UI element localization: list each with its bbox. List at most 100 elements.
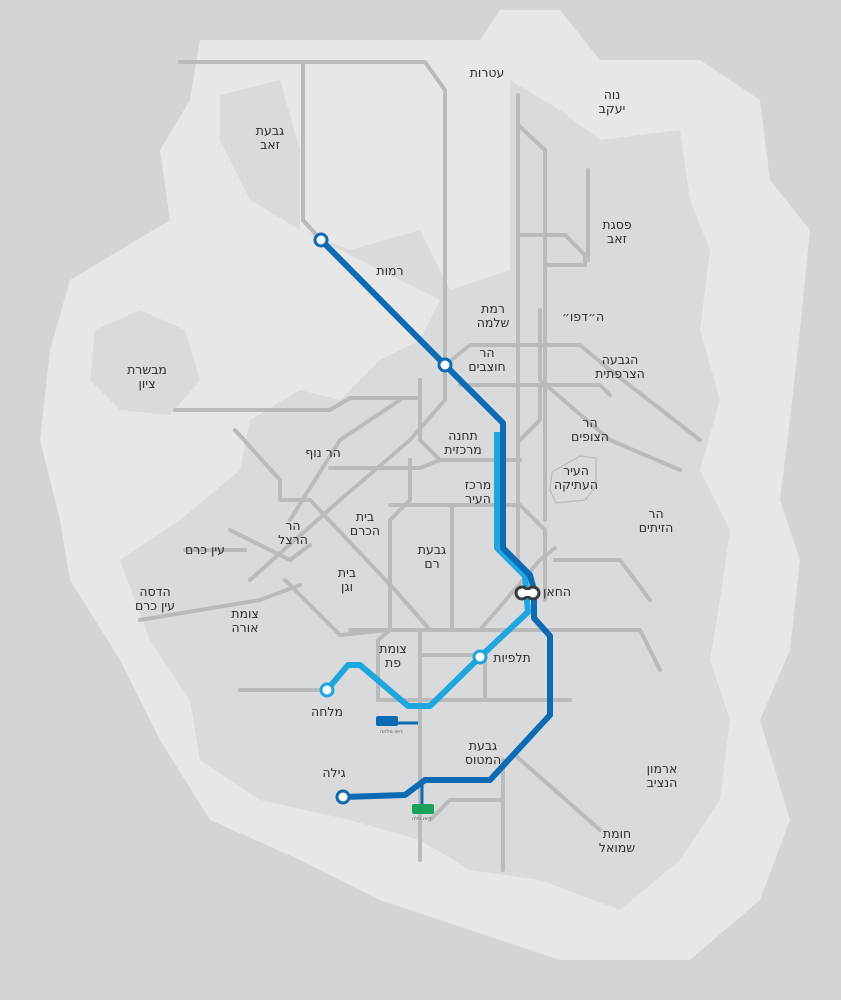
- label-line: הר: [479, 345, 495, 360]
- label-line: ארמון: [646, 761, 678, 776]
- label-line: ציון: [138, 376, 156, 391]
- label-line: פסגת: [602, 217, 632, 232]
- label-line: העתיקה: [553, 477, 599, 492]
- roads: [138, 60, 702, 872]
- malha-depot-label: דיפו מלחה: [380, 729, 403, 735]
- label-line: רמת: [481, 301, 505, 316]
- label-line: מבשרת: [127, 362, 167, 377]
- label-line: פת: [384, 655, 402, 670]
- label-line: העיר: [465, 491, 491, 506]
- light-rail-light-blue-line: [324, 432, 531, 709]
- label-talpiot: תלפיות: [493, 651, 531, 665]
- gilo-depot-icon: [412, 804, 434, 814]
- label-line: זאב: [607, 231, 627, 246]
- label-line: אורה: [231, 620, 259, 635]
- label-line: הזיתים: [638, 520, 674, 535]
- label-line: רם: [424, 556, 440, 571]
- label-line: מרכז: [464, 477, 492, 492]
- label-line: הצופים: [571, 429, 609, 444]
- label-line: תחנה: [448, 428, 478, 443]
- label-har-nof: הר נוף: [305, 446, 341, 460]
- label-khan: החאן: [543, 585, 571, 599]
- label-line: וגן: [341, 579, 353, 594]
- interchange-khan-icon[interactable]: [514, 585, 541, 601]
- label-line: הדסה: [139, 584, 171, 599]
- label-line: הצרפתית: [595, 366, 645, 381]
- label-line: חומת: [602, 826, 632, 841]
- label-line: הר: [648, 506, 664, 521]
- label-line: נוה: [603, 87, 621, 102]
- mevaseret-area: [90, 310, 200, 415]
- label-line: הר: [582, 415, 598, 430]
- station-malha[interactable]: [319, 682, 335, 698]
- label-line: תלפיות: [493, 650, 531, 665]
- label-ein-karem: עין כרם: [185, 543, 225, 557]
- label-line: גבעת: [255, 123, 285, 138]
- label-line: שמואל: [598, 840, 636, 855]
- label-line: עין כרם: [185, 542, 225, 557]
- label-line: עטרות: [469, 65, 505, 80]
- city-area: [120, 80, 730, 910]
- label-line: שלמה: [476, 315, 510, 330]
- label-line: חוצבים: [468, 359, 506, 374]
- label-line: הכרם: [349, 523, 381, 538]
- label-line: העיר: [563, 463, 589, 478]
- station-ramot[interactable]: [313, 232, 329, 248]
- station-gilo[interactable]: [335, 789, 351, 805]
- label-malha: מלחה: [311, 705, 343, 719]
- malha-depot-icon: [376, 716, 398, 726]
- gilo-depot-label: דיפו גילה: [412, 816, 432, 822]
- label-line: יעקב: [598, 101, 626, 116]
- label-line: רמות: [376, 263, 404, 278]
- label-line: מרכזית: [444, 442, 482, 457]
- label-line: הגבעה: [601, 352, 639, 367]
- label-line: עין כרם: [135, 598, 175, 613]
- label-ramot: רמות: [376, 264, 403, 278]
- light-rail-dark-blue-line: [318, 237, 553, 800]
- label-depot: ה״דפו״: [562, 310, 604, 324]
- label-line: הר נוף: [305, 445, 341, 460]
- label-gilo: גילה: [322, 766, 345, 780]
- label-line: גילה: [322, 765, 346, 780]
- label-line: בית: [337, 565, 357, 580]
- stations: [313, 232, 488, 805]
- station-har-hotzvim[interactable]: [437, 357, 453, 373]
- label-line: זאב: [260, 137, 280, 152]
- label-line: הנציב: [646, 775, 678, 790]
- label-line: החאן: [542, 584, 572, 599]
- label-line: מלחה: [311, 704, 343, 719]
- label-atarot: עטרות: [470, 66, 505, 80]
- label-line: ה״דפו״: [561, 309, 605, 324]
- label-line: צומת: [231, 606, 259, 621]
- station-talpiot[interactable]: [472, 649, 488, 665]
- label-line: הר: [285, 518, 301, 533]
- label-line: צומת: [379, 641, 407, 656]
- label-line: גבעת: [468, 738, 498, 753]
- label-line: גבעת: [417, 542, 447, 557]
- label-line: בית: [355, 509, 375, 524]
- label-line: המטוס: [464, 752, 502, 767]
- label-line: הרצל: [278, 532, 308, 547]
